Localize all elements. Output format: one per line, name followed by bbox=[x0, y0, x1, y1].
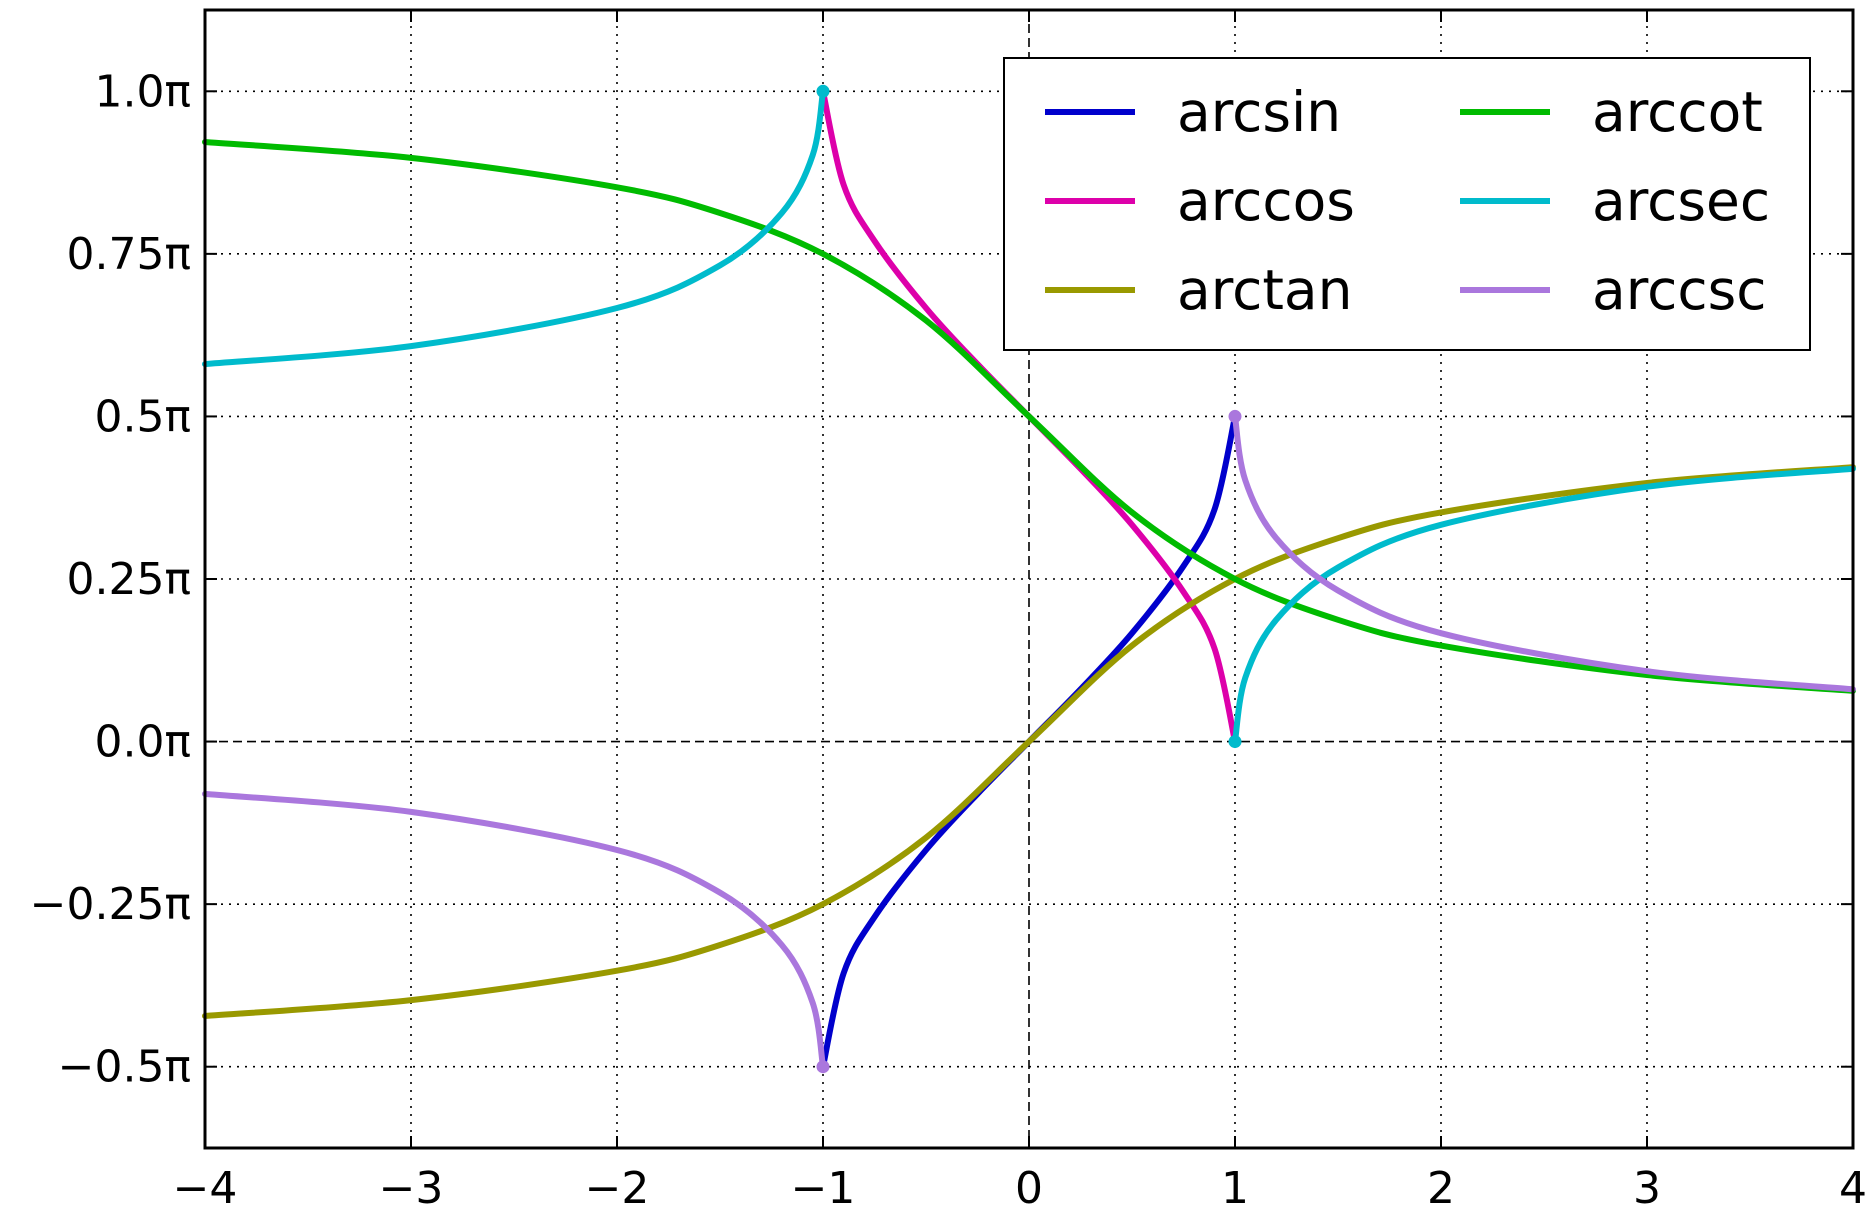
legend-label-arcsin: arcsin bbox=[1177, 80, 1341, 144]
x-tick-label: 1 bbox=[1221, 1163, 1249, 1213]
tick-layer: −4 −3 −2 −1 0 1 2 3 4 1.0π 0.75π 0.5π 0.25π 0.0π −0.25… bbox=[30, 10, 1867, 1213]
x-tick-label: 0 bbox=[1015, 1163, 1043, 1213]
series-line-arccsc bbox=[202, 790, 826, 1070]
legend-label-arccos: arccos bbox=[1177, 169, 1355, 233]
y-tick-label: −0.5π bbox=[58, 1042, 191, 1093]
legend-label-arccot: arccot bbox=[1592, 80, 1763, 144]
marker-layer bbox=[816, 84, 1242, 1074]
endpoint-marker-arccsc bbox=[1228, 409, 1242, 423]
x-tick-label: 2 bbox=[1427, 1163, 1455, 1213]
legend-label-arctan: arctan bbox=[1177, 258, 1352, 322]
y-tick-label: 1.0π bbox=[95, 66, 191, 117]
legend-label-arccsc: arccsc bbox=[1592, 258, 1766, 322]
y-tick-label: 0.0π bbox=[95, 717, 191, 768]
x-tick-label: −1 bbox=[791, 1163, 856, 1213]
series-line-arctan bbox=[202, 464, 1856, 1019]
x-tick-label: −4 bbox=[173, 1163, 238, 1213]
x-tick-label: −2 bbox=[585, 1163, 650, 1213]
legend-box bbox=[1003, 57, 1811, 351]
series-line-arcsec bbox=[202, 88, 826, 368]
endpoint-marker-arccsc bbox=[816, 1060, 830, 1074]
series-layer bbox=[202, 88, 1856, 1070]
series-line-arcsec bbox=[1232, 465, 1856, 745]
legend-label-arcsec: arcsec bbox=[1592, 169, 1770, 233]
y-tick-label: 0.25π bbox=[67, 554, 191, 605]
x-tick-label: 4 bbox=[1839, 1163, 1867, 1213]
legend: arcsin arccos arctan arccot arcsec arccsc bbox=[1003, 57, 1811, 351]
y-tick-label: 0.5π bbox=[95, 391, 191, 442]
series-line-arccsc bbox=[1232, 413, 1856, 693]
y-tick-label: −0.25π bbox=[30, 879, 191, 930]
endpoint-marker-arcsec bbox=[816, 84, 830, 98]
y-tick-label: 0.75π bbox=[67, 229, 191, 280]
endpoint-marker-arcsec bbox=[1228, 735, 1242, 749]
series-line-arccot bbox=[202, 139, 1856, 694]
x-tick-label: 3 bbox=[1633, 1163, 1661, 1213]
x-tick-label: −3 bbox=[379, 1163, 444, 1213]
